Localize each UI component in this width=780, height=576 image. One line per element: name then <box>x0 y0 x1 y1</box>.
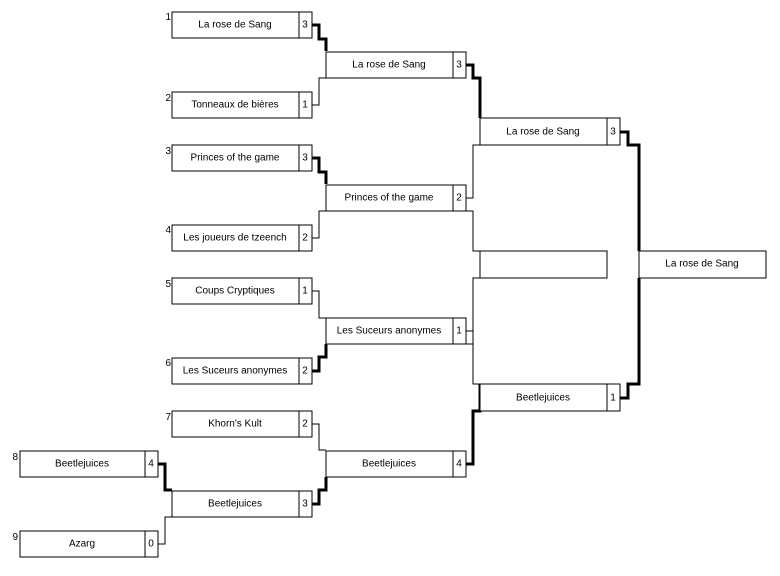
team-name: Les Suceurs anonymes <box>337 326 442 337</box>
team-name: Khorn's Kult <box>208 419 262 430</box>
connector-r2m1-bottom <box>466 144 480 199</box>
team-slot[interactable]: La rose de Sang 3 <box>171 11 313 39</box>
team-score: 4 <box>456 459 462 470</box>
round-2: La rose de Sang 3 Princes of the game 2 … <box>325 51 467 478</box>
team-score: 2 <box>302 233 308 244</box>
team-score: 1 <box>302 100 308 111</box>
team-slot[interactable]: Beetlejuices 4 <box>325 450 467 478</box>
connector-r2m2-top <box>466 330 480 385</box>
connector-r3-bottom <box>620 278 641 400</box>
team-name: Princes of the game <box>191 153 280 164</box>
team-name: La rose de Sang <box>198 20 271 31</box>
team-score: 1 <box>302 286 308 297</box>
team-name: Les joueurs de tzeench <box>183 233 286 244</box>
bracket-connectors <box>158 23 641 545</box>
connector-r1m2-top <box>312 156 328 184</box>
seed-numbers: 1 2 3 4 5 6 7 8 9 <box>12 12 171 543</box>
connector-r1m3-top <box>312 290 326 319</box>
team-slot[interactable]: Les Suceurs anonymes 1 <box>325 317 467 345</box>
team-slot[interactable]: Khorn's Kult 2 <box>171 410 313 438</box>
team-score: 3 <box>302 499 308 510</box>
connector-r2m2-bottom <box>466 384 482 466</box>
team-name: Tonneaux de bières <box>191 100 278 111</box>
seed-number: 7 <box>165 412 171 423</box>
team-score: 1 <box>610 393 616 404</box>
team-score: 2 <box>302 419 308 430</box>
connector-r1m1-bottom <box>312 77 326 106</box>
seed-number: 3 <box>165 146 171 157</box>
team-slot[interactable]: Azarg 0 <box>19 530 159 558</box>
connector-r2-extra-top <box>466 210 480 252</box>
connector-r1m4-top <box>312 423 326 451</box>
team-score: 2 <box>302 366 308 377</box>
team-name: Azarg <box>69 539 95 550</box>
team-score: 3 <box>302 153 308 164</box>
connector-r2-extra-bottom <box>466 277 480 345</box>
team-slot[interactable]: Les joueurs de tzeench 2 <box>171 224 313 252</box>
team-slot[interactable]: Coups Cryptiques 1 <box>171 277 313 305</box>
connector-r1m4-bottom <box>312 477 328 506</box>
connector-r0-bottom <box>158 516 172 545</box>
connector-r1m3-bottom <box>312 344 328 373</box>
team-name: Beetlejuices <box>362 459 416 470</box>
team-score: 1 <box>456 326 462 337</box>
team-name: Les Suceurs anonymes <box>183 366 288 377</box>
team-score: 3 <box>456 60 462 71</box>
connector-r1m1-top <box>312 23 328 51</box>
team-slot[interactable]: Princes of the game 2 <box>325 184 467 212</box>
round-0: Beetlejuices 4 Azarg 0 <box>19 450 159 558</box>
seed-number: 8 <box>12 452 18 463</box>
seed-number: 4 <box>165 225 171 236</box>
team-name: Beetlejuices <box>516 393 570 404</box>
team-name: Princes of the game <box>345 193 434 204</box>
round-3: La rose de Sang 3 Beetlejuices 1 <box>479 117 621 412</box>
connector-r3-top <box>620 130 641 251</box>
team-name: La rose de Sang <box>352 60 425 71</box>
team-score: 3 <box>302 20 308 31</box>
connector-r0-top <box>158 462 172 492</box>
team-slot[interactable]: Les Suceurs anonymes 2 <box>171 357 313 385</box>
team-score: 4 <box>148 459 154 470</box>
team-slot[interactable]: Tonneaux de bières 1 <box>171 91 313 119</box>
team-slot[interactable]: La rose de Sang 3 <box>479 117 621 146</box>
round-1: La rose de Sang 3 Tonneaux de bières 1 P… <box>171 11 313 518</box>
team-slot[interactable]: Beetlejuices 4 <box>19 450 159 478</box>
team-slot[interactable]: Princes of the game 3 <box>171 144 313 172</box>
seed-number: 2 <box>165 93 171 104</box>
team-slot[interactable]: Beetlejuices 3 <box>171 490 313 518</box>
team-score: 3 <box>610 127 616 138</box>
team-name: La rose de Sang <box>506 127 579 138</box>
team-slot[interactable]: Beetlejuices 1 <box>479 383 621 412</box>
seed-number: 5 <box>165 279 171 290</box>
seed-number: 6 <box>165 358 171 369</box>
connector-r1m2-bottom <box>312 210 326 239</box>
team-name: Beetlejuices <box>55 459 109 470</box>
team-slot[interactable]: La rose de Sang 3 <box>325 51 467 79</box>
empty-team-slot[interactable] <box>479 250 608 279</box>
team-score: 0 <box>148 539 154 550</box>
team-name: Beetlejuices <box>208 499 262 510</box>
champion-slot[interactable]: La rose de Sang <box>638 250 767 279</box>
team-score: 2 <box>456 193 462 204</box>
champion-name: La rose de Sang <box>665 259 738 270</box>
seed-number: 1 <box>165 12 171 23</box>
team-name: Coups Cryptiques <box>195 286 274 297</box>
seed-number: 9 <box>12 532 18 543</box>
connector-r2m1-top <box>466 63 482 118</box>
